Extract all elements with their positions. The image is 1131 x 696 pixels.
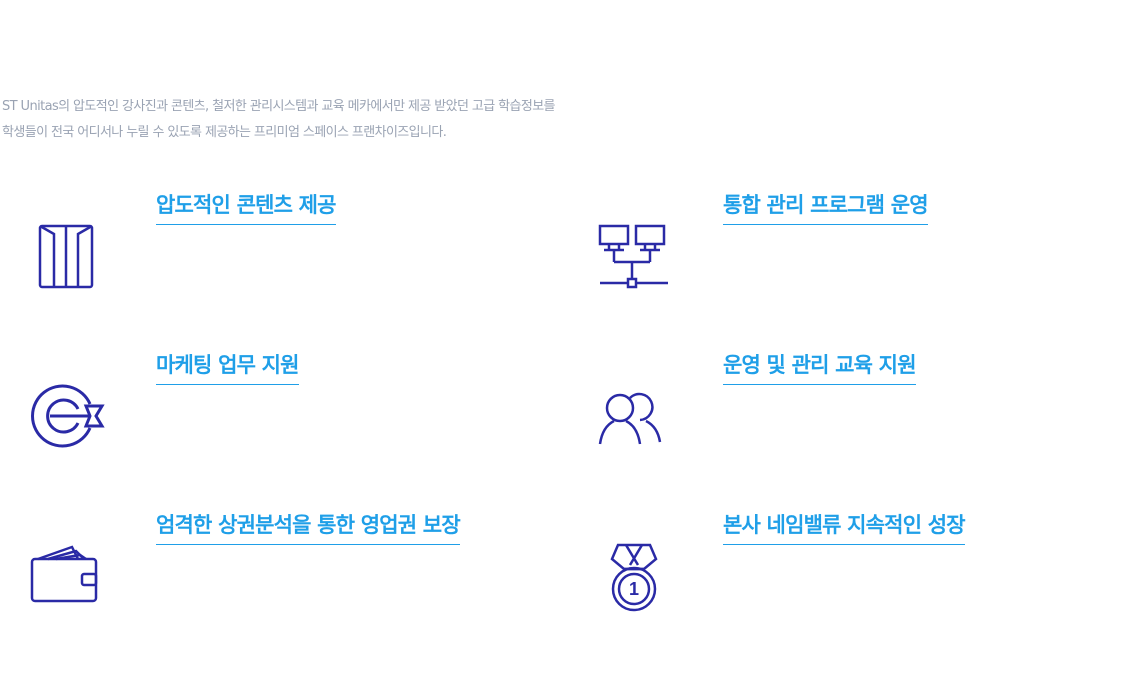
medal-number: 1 bbox=[628, 579, 639, 599]
book-icon bbox=[36, 222, 96, 292]
intro-line-1: ST Unitas의 압도적인 강사진과 콘텐츠, 철저한 관리시스템과 교육 … bbox=[2, 99, 556, 114]
intro-text: ST Unitas의 압도적인 강사진과 콘텐츠, 철저한 관리시스템과 교육 … bbox=[2, 94, 702, 146]
intro-line-2: 학생들이 전국 어디서나 누릴 수 있도록 제공하는 프리미엄 스페이스 프랜차… bbox=[2, 125, 447, 140]
feature-title: 운영 및 관리 교육 지원 bbox=[723, 349, 917, 385]
feature-title: 마케팅 업무 지원 bbox=[156, 349, 299, 385]
wallet-icon bbox=[28, 543, 104, 605]
network-icon bbox=[596, 222, 672, 294]
feature-title: 엄격한 상권분석을 통한 영업권 보장 bbox=[156, 509, 461, 545]
target-icon bbox=[30, 382, 106, 450]
medal-icon: 1 bbox=[606, 541, 662, 613]
users-icon bbox=[596, 384, 668, 448]
feature-title: 본사 네임밸류 지속적인 성장 bbox=[723, 509, 966, 545]
feature-title: 통합 관리 프로그램 운영 bbox=[723, 189, 929, 225]
feature-title: 압도적인 콘텐츠 제공 bbox=[156, 189, 337, 225]
